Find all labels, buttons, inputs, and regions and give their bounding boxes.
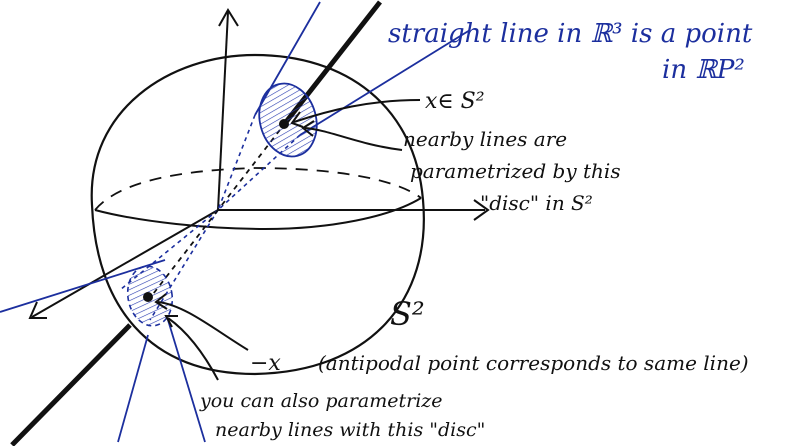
bottom-annotation-line2: nearby lines with this "disc" <box>215 419 485 441</box>
neg-x-label: −x <box>250 351 281 376</box>
arrowhead-x <box>290 111 304 128</box>
point-x-dot <box>279 119 289 129</box>
blue-line-2 <box>299 29 471 136</box>
annotation-arrows <box>154 99 421 381</box>
blue-lines-group <box>0 1 471 443</box>
top-annotation-line2: in ℝP² <box>662 55 745 85</box>
equator-front <box>94 197 422 231</box>
blue-line-4-lower <box>167 319 206 443</box>
arrow-to-upper-disc <box>304 127 403 151</box>
y-axis-arrowhead <box>28 301 47 319</box>
blue-line-1-dotted <box>217 114 256 211</box>
point-neg-x-dot <box>143 292 153 302</box>
main-line-inside <box>217 121 287 211</box>
main-line-lower <box>10 323 132 446</box>
arrow-neg-x <box>157 301 249 351</box>
sphere-label: S² <box>390 295 425 333</box>
nearby-lines-line1: nearby lines are <box>403 127 567 151</box>
y-axis <box>31 209 219 318</box>
arrowhead-lower-disc <box>164 315 178 328</box>
arrowhead-upper-disc <box>301 120 315 137</box>
upper-disc <box>258 82 318 158</box>
arrow-lower-disc <box>167 317 219 381</box>
point-x-label: x∈ S² <box>425 89 485 114</box>
antipodal-note: (antipodal point corresponds to same lin… <box>318 351 749 375</box>
blue-line-2-lower <box>0 259 166 313</box>
sphere-outline <box>90 53 425 376</box>
z-axis-arrowhead <box>218 8 239 27</box>
arrowhead-neg-x <box>154 293 168 310</box>
z-axis <box>217 11 229 211</box>
bottom-annotation-line1: you can also parametrize <box>199 390 443 412</box>
nearby-lines-line2: parametrized by this <box>410 159 621 183</box>
top-annotation-line1: straight line in ℝ³ is a point <box>388 19 753 49</box>
arrow-to-x <box>293 99 421 123</box>
x-axis-arrowhead <box>473 199 490 221</box>
blue-line-5-lower <box>117 334 149 443</box>
equator-back-dashed <box>94 167 422 211</box>
nearby-lines-line3: "disc" in S² <box>480 191 593 215</box>
